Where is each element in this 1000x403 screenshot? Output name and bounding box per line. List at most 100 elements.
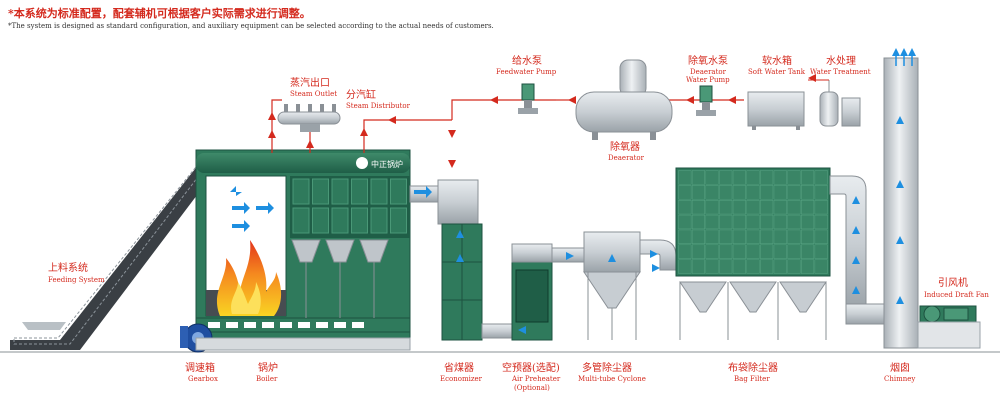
svg-text:Feeding System: Feeding System [48, 276, 105, 284]
bag-filter-cell [705, 185, 719, 200]
svg-text:Steam Distributor: Steam Distributor [346, 102, 411, 110]
label-steam-distributor: 分汽缸 Steam Distributor [346, 88, 411, 110]
bag-filter-cell [691, 214, 706, 230]
bag-filter-cell [719, 244, 733, 259]
bag-filter-cell [719, 170, 733, 185]
svg-text:Chimney: Chimney [884, 375, 915, 383]
bag-filter-cell [787, 214, 801, 230]
label-air-preheater: 空预器(选配) Air Preheater (Optional) [502, 361, 561, 392]
label-feeding-system: 上料系统 Feeding System [48, 261, 105, 284]
flame [216, 240, 282, 316]
svg-text:Water Pump: Water Pump [686, 76, 730, 84]
economizer [441, 223, 483, 341]
bag-filter-cell [773, 214, 787, 230]
bag-filter-cell [814, 214, 828, 230]
bag-filter-cell [719, 229, 733, 245]
bag-filter-cell [787, 259, 801, 274]
bag-filter-cell [800, 185, 815, 200]
bag-filter-cell [678, 185, 692, 200]
bag-filter-cell [691, 244, 706, 259]
bag-filter-cell [760, 229, 774, 245]
label-deaerator: 除氧器 Deaerator [608, 140, 645, 162]
bag-filter-cell [732, 259, 746, 274]
bag-filter-cell [760, 170, 774, 185]
bag-filter-cell [814, 185, 828, 200]
bag-filter-cell [814, 229, 828, 245]
svg-text:上料系统: 上料系统 [48, 261, 88, 274]
bag-filter-cell [732, 185, 746, 200]
bag-filter-cell [787, 199, 801, 215]
bag-filter-cell [746, 244, 760, 259]
steam-lines [271, 99, 744, 153]
bag-filter-cell [814, 259, 828, 274]
bag-filter-cell [705, 214, 719, 230]
bag-filter-cell [787, 185, 801, 200]
label-steam-outlet: 蒸汽出口 Steam Outlet [290, 76, 337, 98]
svg-text:布袋除尘器: 布袋除尘器 [728, 361, 778, 374]
bag-filter-cell [800, 199, 815, 215]
bag-filter-cell [773, 229, 787, 245]
svg-text:烟囱: 烟囱 [890, 361, 910, 374]
bag-filter-cell [746, 170, 760, 185]
tube-bank-cell [331, 178, 349, 205]
tube-bank-cell [312, 178, 329, 205]
bag-filter-cell [814, 199, 828, 215]
svg-text:Economizer: Economizer [440, 375, 483, 383]
bag-filter-cell [773, 199, 787, 215]
bag-filter-cell [678, 199, 692, 215]
label-deaerator-water-pump: 除氧水泵 Deaerator Water Pump [686, 54, 730, 84]
bag-filter-cell [732, 244, 746, 259]
svg-text:Bag Filter: Bag Filter [734, 375, 770, 383]
bag-filter-cell [732, 170, 746, 185]
label-feedwater-pump: 给水泵 Feedwater Pump [496, 54, 557, 76]
bag-filter-cell [678, 229, 692, 245]
bag-filter-cell [705, 170, 719, 185]
bag-filter-cell [678, 170, 692, 185]
bag-filter-cell [760, 214, 774, 230]
svg-text:除氧水泵: 除氧水泵 [688, 54, 728, 67]
svg-text:省煤器: 省煤器 [444, 361, 474, 374]
bag-filter-cell [691, 199, 706, 215]
bag-filter-cell [719, 214, 733, 230]
tube-bank-cell [312, 207, 329, 234]
note-english: *The system is designed as standard conf… [8, 22, 494, 30]
tube-bank-cell [370, 207, 388, 234]
duct-bag-fan [829, 175, 887, 325]
svg-text:Air Preheater: Air Preheater [511, 375, 561, 383]
svg-text:Boiler: Boiler [256, 375, 278, 383]
bag-filter-hoppers [679, 281, 827, 340]
tube-bank-cell [390, 207, 407, 234]
svg-text:分汽缸: 分汽缸 [346, 88, 376, 101]
deaerator [575, 59, 673, 140]
bag-filter-cell [800, 229, 815, 245]
bag-filter-grid [678, 170, 828, 274]
boiler-drum [196, 153, 410, 173]
bag-filter-cell [705, 244, 719, 259]
svg-text:Soft Water Tank: Soft Water Tank [748, 68, 806, 76]
steam-distributor [277, 104, 341, 132]
bag-filter-cell [746, 259, 760, 274]
label-water-treatment: 水处理 Water Treatment [810, 55, 871, 76]
bag-filter-cell [732, 229, 746, 245]
svg-text:软水箱: 软水箱 [762, 54, 792, 67]
bag-filter-cell [705, 229, 719, 245]
bag-filter-cell [746, 199, 760, 215]
convection-tube-bank [290, 176, 410, 238]
bag-filter-cell [800, 244, 815, 259]
svg-text:引风机: 引风机 [938, 276, 968, 289]
bag-filter-cell [719, 199, 733, 215]
label-chimney: 烟囱 Chimney [884, 361, 915, 383]
bag-filter-cell [691, 229, 706, 245]
svg-text:锅炉: 锅炉 [258, 362, 278, 374]
bag-filter-cell [732, 199, 746, 215]
bag-filter-cell [719, 259, 733, 274]
water-treatment [808, 79, 861, 127]
svg-text:空预器(选配): 空预器(选配) [502, 361, 560, 374]
svg-text:水处理: 水处理 [826, 55, 856, 67]
bag-filter-cell [746, 185, 760, 200]
note-chinese: *本系统为标准配置，配套辅机可根据客户实际需求进行调整。 [8, 7, 311, 20]
bag-filter-cell [760, 199, 774, 215]
tube-bank-cell [331, 207, 349, 234]
label-boiler: 锅炉 Boiler [256, 362, 278, 383]
